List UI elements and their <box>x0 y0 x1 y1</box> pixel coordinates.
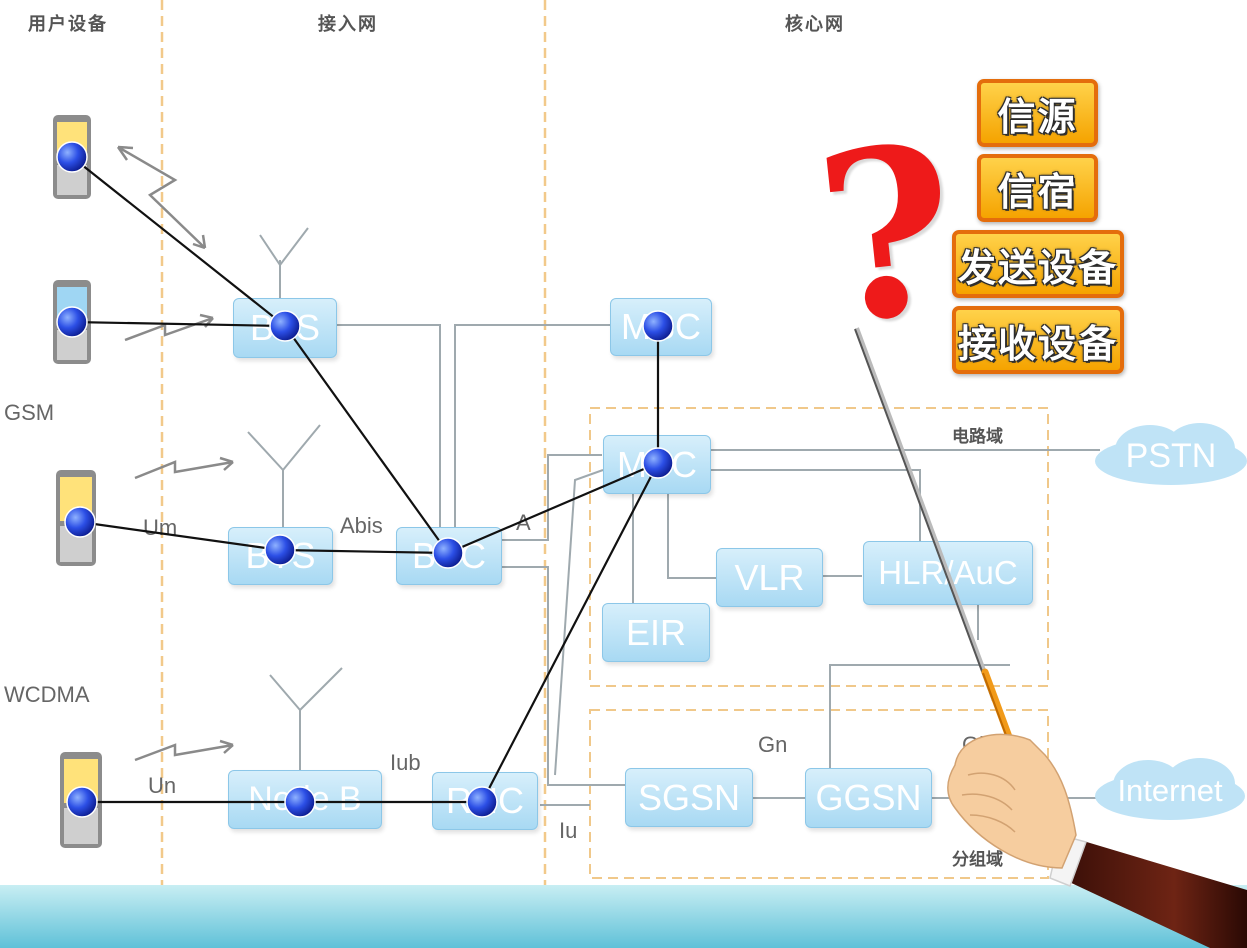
interface-iu-label: Iu <box>559 818 578 843</box>
footer-band <box>0 885 1247 948</box>
packet-domain-frame <box>589 709 1049 879</box>
phone-node-dot[interactable] <box>56 306 88 338</box>
ggsn-node: GGSN <box>805 768 932 828</box>
pointer-stick-icon <box>854 327 1026 776</box>
interface-gn-label: Gn <box>758 732 788 757</box>
path-lines <box>71 156 660 804</box>
circuit-domain-frame <box>589 407 1049 687</box>
receiver-button[interactable]: 接收设备 <box>952 306 1124 374</box>
transmitter-button[interactable]: 发送设备 <box>952 230 1124 298</box>
node-b-node-dot[interactable] <box>284 786 316 818</box>
msc-node-dot[interactable] <box>642 447 674 479</box>
column-title-core-network: 核心网 <box>785 14 845 35</box>
phone-node-dot[interactable] <box>66 786 98 818</box>
vlr-node: VLR <box>716 548 823 607</box>
sgsn-node: SGSN <box>625 768 753 827</box>
pstn-label: PSTN <box>1125 436 1217 475</box>
column-title-user-equipment: 用户设备 <box>28 14 108 35</box>
gsm-label: GSM <box>4 400 55 425</box>
rnc-node-dot[interactable] <box>466 786 498 818</box>
wireless-arrows <box>116 145 234 762</box>
pointing-hand-icon <box>947 733 1247 948</box>
bts-node-dot[interactable] <box>264 534 296 566</box>
wcdma-label: WCDMA <box>4 682 90 707</box>
interface-un-label: Un <box>148 773 177 798</box>
phone-node-dot[interactable] <box>64 506 96 538</box>
interface-a-label: A <box>516 510 531 535</box>
interface-abis-label: Abis <box>340 513 383 538</box>
internet-cloud: Internet <box>1095 758 1245 824</box>
phone-node-dot[interactable] <box>56 141 88 173</box>
interface-iub-label: Iub <box>390 750 421 775</box>
eir-node: EIR <box>602 603 710 662</box>
bts-node-dot[interactable] <box>269 310 301 342</box>
column-title-access-network: 接入网 <box>318 14 378 35</box>
sink-button[interactable]: 信宿 <box>977 154 1098 222</box>
bsc-node-dot[interactable] <box>432 537 464 569</box>
msc-node-dot[interactable] <box>642 310 674 342</box>
pstn-cloud: PSTN <box>1095 423 1247 489</box>
circuit-domain-label: 电路域 <box>952 427 1003 447</box>
packet-domain-label: 分组域 <box>952 850 1003 870</box>
source-button[interactable]: 信源 <box>977 79 1098 147</box>
internet-label: Internet <box>1117 773 1223 808</box>
